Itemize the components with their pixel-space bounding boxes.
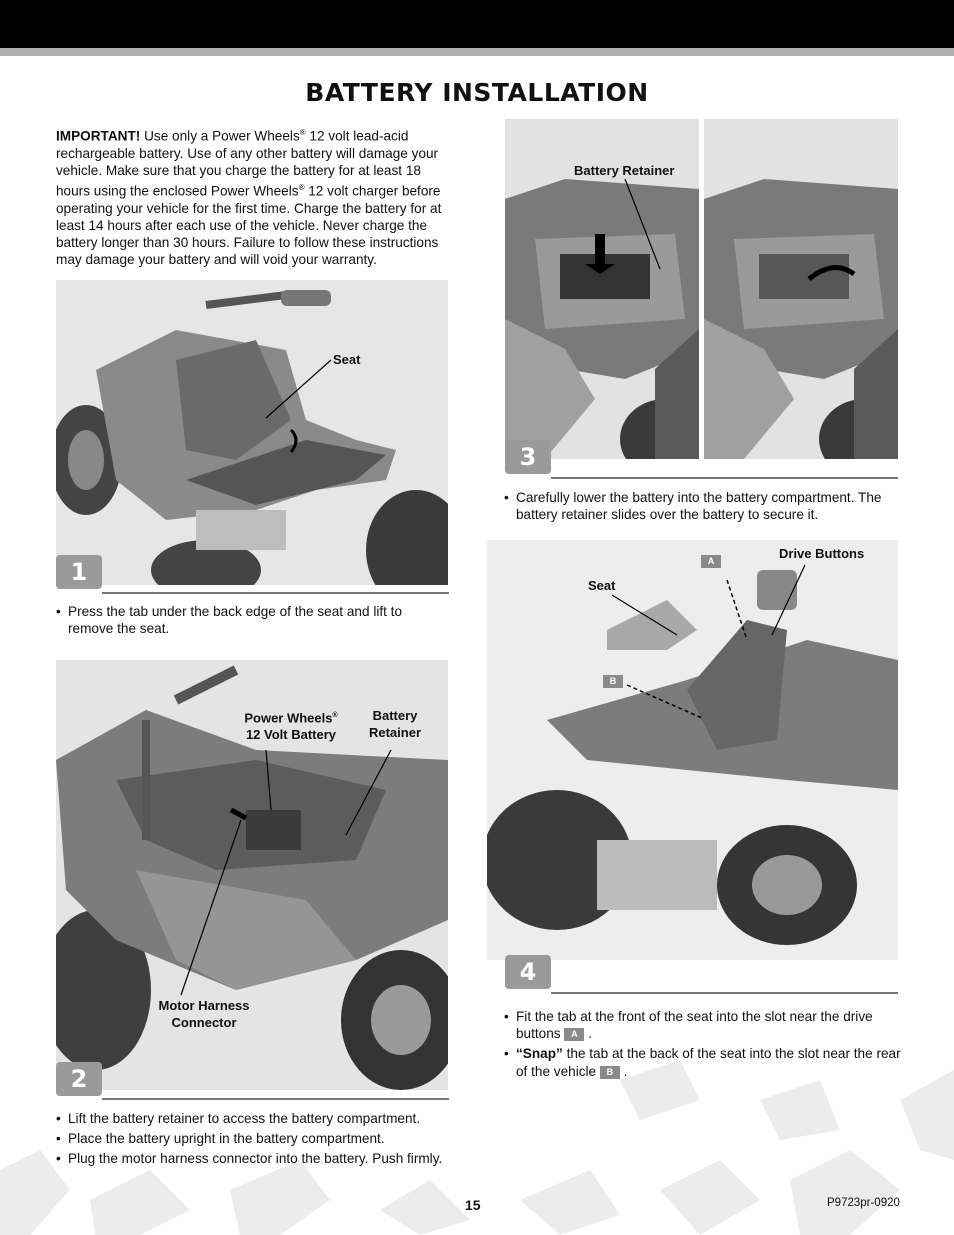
step2-badge: 2 [56, 1062, 102, 1096]
callout-line: Power Wheels [244, 710, 333, 726]
step4-badge: 4 [505, 955, 551, 989]
callout-line: Motor Harness [158, 998, 250, 1013]
bullet-text-end: . [623, 1063, 628, 1079]
snap-emphasis: “Snap” [516, 1046, 563, 1062]
step1-badge: 1 [56, 555, 102, 589]
intro-paragraph: IMPORTANT! Use only a Power Wheels® 12 v… [56, 124, 448, 269]
header-bar [0, 0, 954, 48]
document-code: P9723pr-0920 [827, 1197, 900, 1209]
intro-text-3: 12 volt charger before operating your ve… [56, 183, 442, 268]
step2-instructions: Lift the battery retainer to access the … [56, 1110, 456, 1171]
step3-badge: 3 [505, 440, 551, 474]
step4-instructions: Fit the tab at the front of the seat int… [504, 1008, 904, 1083]
step2-bullet: Place the battery upright in the battery… [56, 1130, 456, 1147]
step4-seat-callout: Seat [588, 578, 616, 593]
step3-instructions: Carefully lower the battery into the bat… [504, 489, 896, 526]
step2-illustration [56, 660, 448, 1090]
page-title: BATTERY INSTALLATION [305, 78, 649, 107]
marker-b: B [603, 675, 623, 688]
step4-rule [551, 992, 898, 994]
step1-illustration [56, 280, 448, 585]
reg-mark: ® [332, 712, 338, 719]
step3-bullet: Carefully lower the battery into the bat… [504, 489, 896, 523]
marker-b-inline: B [599, 1065, 620, 1079]
step3-illustration-left [505, 119, 699, 459]
reg-mark: ® [299, 128, 306, 137]
step4-bullet: Fit the tab at the front of the seat int… [504, 1008, 904, 1042]
step4-bullet: “Snap” the tab at the back of the seat i… [504, 1045, 904, 1079]
bullet-text: Fit the tab at the front of the seat int… [516, 1009, 873, 1042]
marker-a-inline: A [564, 1028, 585, 1042]
step2-bullet: Lift the battery retainer to access the … [56, 1110, 456, 1127]
bullet-text-end: . [588, 1026, 592, 1042]
callout-line: Battery [372, 708, 418, 723]
step2-battery-callout: Power Wheels® 12 Volt Battery [236, 707, 346, 743]
marker-a: A [701, 555, 721, 568]
step3-retainer-callout: Battery Retainer [574, 163, 675, 178]
intro-text-2: 12 volt lead-acid rechargeable battery. … [56, 128, 439, 199]
step2-rule [102, 1098, 449, 1100]
step1-bullet: Press the tab under the back edge of the… [56, 603, 448, 637]
bullet-text: the tab at the back of the seat into the… [516, 1046, 901, 1079]
callout-line: Retainer [368, 725, 422, 740]
step1-instructions: Press the tab under the back edge of the… [56, 603, 448, 640]
reg-mark: ® [298, 183, 305, 193]
step1-seat-callout: Seat [333, 352, 361, 367]
step3-rule [551, 477, 898, 479]
step4-illustration [487, 540, 898, 960]
page-number: 15 [465, 1197, 481, 1213]
callout-line: 12 Volt Battery [245, 727, 337, 743]
step3-illustration-right [704, 119, 898, 459]
step1-rule [102, 592, 449, 594]
intro-text-1: Use only a Power Wheels [140, 128, 300, 144]
step2-bullet: Plug the motor harness connector into th… [56, 1150, 456, 1167]
header-stripe [0, 48, 954, 56]
step4-drive-buttons-callout: Drive Buttons [779, 546, 865, 561]
important-label: IMPORTANT! [56, 128, 141, 144]
callout-line: Connector [171, 1015, 237, 1030]
